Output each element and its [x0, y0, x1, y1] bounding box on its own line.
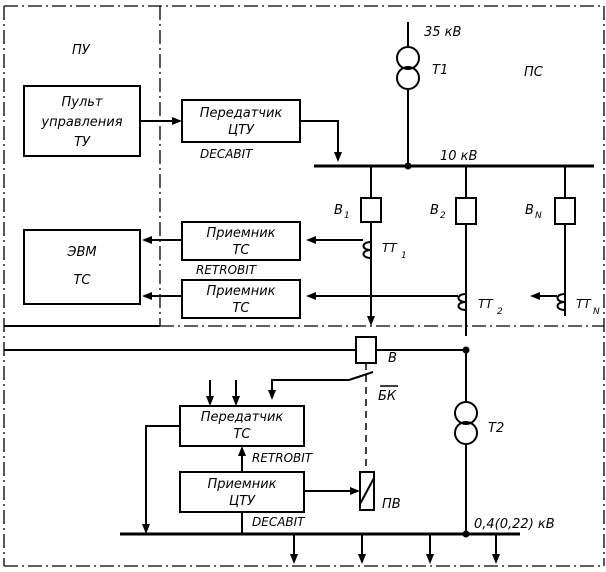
zone-label-pu: ПУ [72, 43, 91, 58]
decabit-label-top: DECABIT [200, 147, 254, 161]
t2-winding-top [454, 401, 478, 425]
breaker-b2 [455, 197, 477, 225]
arrowhead [334, 152, 342, 162]
decabit-label-bottom: DECABIT [252, 515, 306, 529]
bk-contact-line [271, 379, 349, 392]
transmitter-tu-block: Передатчик ЦТУ [181, 99, 301, 143]
arrowhead [350, 487, 360, 495]
computer-line2: ТС [73, 273, 91, 288]
arrowhead [142, 524, 150, 534]
control-panel-line2: управления [40, 115, 122, 130]
label-10kv: 10 кВ [440, 149, 478, 164]
pv-diagonal [359, 477, 375, 505]
transmitter-ts-line2: ТС [233, 427, 251, 442]
transmitter-ts-block: Передатчик ТС [179, 405, 305, 447]
zone-label-ps: ПС [524, 65, 544, 80]
label-tt2: ТТ [478, 297, 494, 311]
receiver-ts2-line2: ТС [232, 301, 250, 316]
label-bn-sub: N [535, 211, 542, 221]
line-bus-to-transmitter [145, 425, 180, 526]
ct-tt1 [362, 241, 372, 259]
label-b1-sub: 1 [344, 211, 350, 221]
receiver-tu-line1: Приемник [207, 477, 276, 492]
arrowhead [530, 292, 540, 300]
computer-line1: ЭВМ [66, 245, 96, 260]
receiver-tu-line2: ЦТУ [229, 494, 256, 509]
label-b2-sub: 2 [440, 211, 446, 221]
arrowhead [268, 390, 276, 400]
arrowhead [306, 292, 316, 300]
receiver-ts1-line2: ТС [232, 243, 250, 258]
bk-contact [348, 371, 374, 381]
arrowhead [142, 236, 152, 244]
transmitter-tu-line2: ЦТУ [228, 123, 255, 138]
input-arrows [206, 380, 240, 406]
label-ttn-sub: N [593, 307, 600, 317]
retrobit-label-bottom: RETROBIT [252, 451, 314, 465]
label-b1: В [334, 203, 343, 218]
t1-winding-top [396, 46, 420, 70]
arrowhead [238, 446, 246, 456]
label-b2: В [430, 203, 439, 218]
junction [462, 530, 470, 538]
line-transmitter-to-bus [300, 120, 339, 154]
zone-boundaries [3, 5, 605, 567]
computer-block: ЭВМ ТС [23, 229, 141, 305]
receiver-ts1-line1: Приемник [206, 226, 275, 241]
receiver-ts2-block: Приемник ТС [181, 279, 301, 319]
arrowhead [367, 316, 375, 326]
label-bk: БК [378, 389, 397, 404]
label-tt1-sub: 1 [401, 251, 407, 261]
label-b: В [388, 351, 397, 366]
receiver-ts2-line1: Приемник [206, 284, 275, 299]
label-tt1: ТТ [382, 241, 398, 255]
junction [404, 162, 412, 170]
label-t2: Т2 [488, 421, 504, 436]
control-panel-line1: Пульт [61, 95, 102, 110]
label-04kv: 0,4(0,22) кВ [474, 517, 555, 532]
label-t1: Т1 [432, 63, 448, 78]
ct-ttn [556, 293, 566, 311]
t2-winding-bottom [454, 421, 478, 445]
label-pv: ПВ [382, 497, 401, 512]
outgoing-feeders [290, 534, 500, 564]
breaker-bn [554, 197, 576, 225]
breaker-b [355, 336, 377, 364]
receiver-tu-block: Приемник ЦТУ [179, 471, 305, 513]
arrowhead [172, 117, 182, 125]
control-panel-block: Пульт управления ТУ [23, 85, 141, 157]
label-ttn: ТТ [576, 297, 592, 311]
control-panel-line3: ТУ [74, 135, 91, 150]
arrowhead [142, 292, 152, 300]
transmitter-ts-line1: Передатчик [201, 410, 284, 425]
ct-tt2 [457, 293, 467, 311]
t1-winding-bottom [396, 66, 420, 90]
label-tt2-sub: 2 [497, 307, 503, 317]
label-bn: В [525, 203, 534, 218]
breaker-b1 [360, 197, 382, 223]
retrobit-label-top: RETROBIT [196, 263, 258, 277]
label-35kv: 35 кВ [424, 25, 462, 40]
arrowhead [306, 236, 316, 244]
receiver-ts1-block: Приемник ТС [181, 221, 301, 261]
transmitter-tu-line1: Передатчик [200, 106, 283, 121]
